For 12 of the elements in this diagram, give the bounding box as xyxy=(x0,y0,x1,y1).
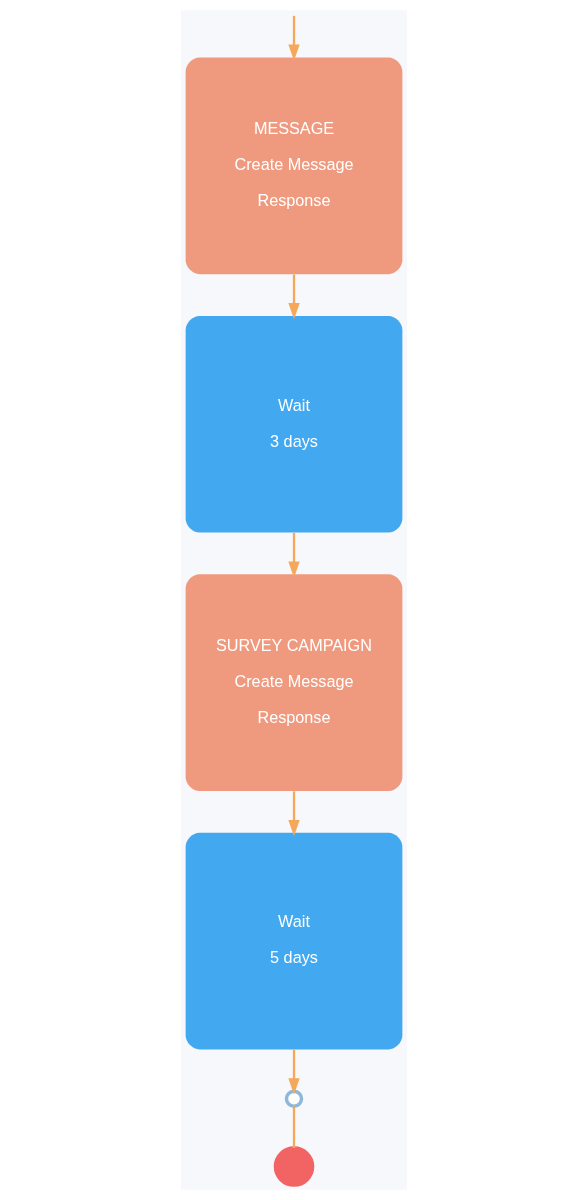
arrow xyxy=(288,1049,300,1095)
arrow xyxy=(288,532,300,578)
connector xyxy=(292,1106,296,1148)
node-box: MESSAGE Create Message Response xyxy=(185,57,403,275)
node-box: Wait 5 days xyxy=(185,832,403,1050)
arrow xyxy=(288,15,300,61)
node-circle xyxy=(284,1089,304,1109)
node-circle xyxy=(273,1146,315,1187)
node-box: SURVEY CAMPAIGN Create Message Response xyxy=(185,574,403,792)
arrow xyxy=(288,791,300,837)
arrow xyxy=(288,274,300,320)
node-box: Wait 3 days xyxy=(185,315,403,533)
